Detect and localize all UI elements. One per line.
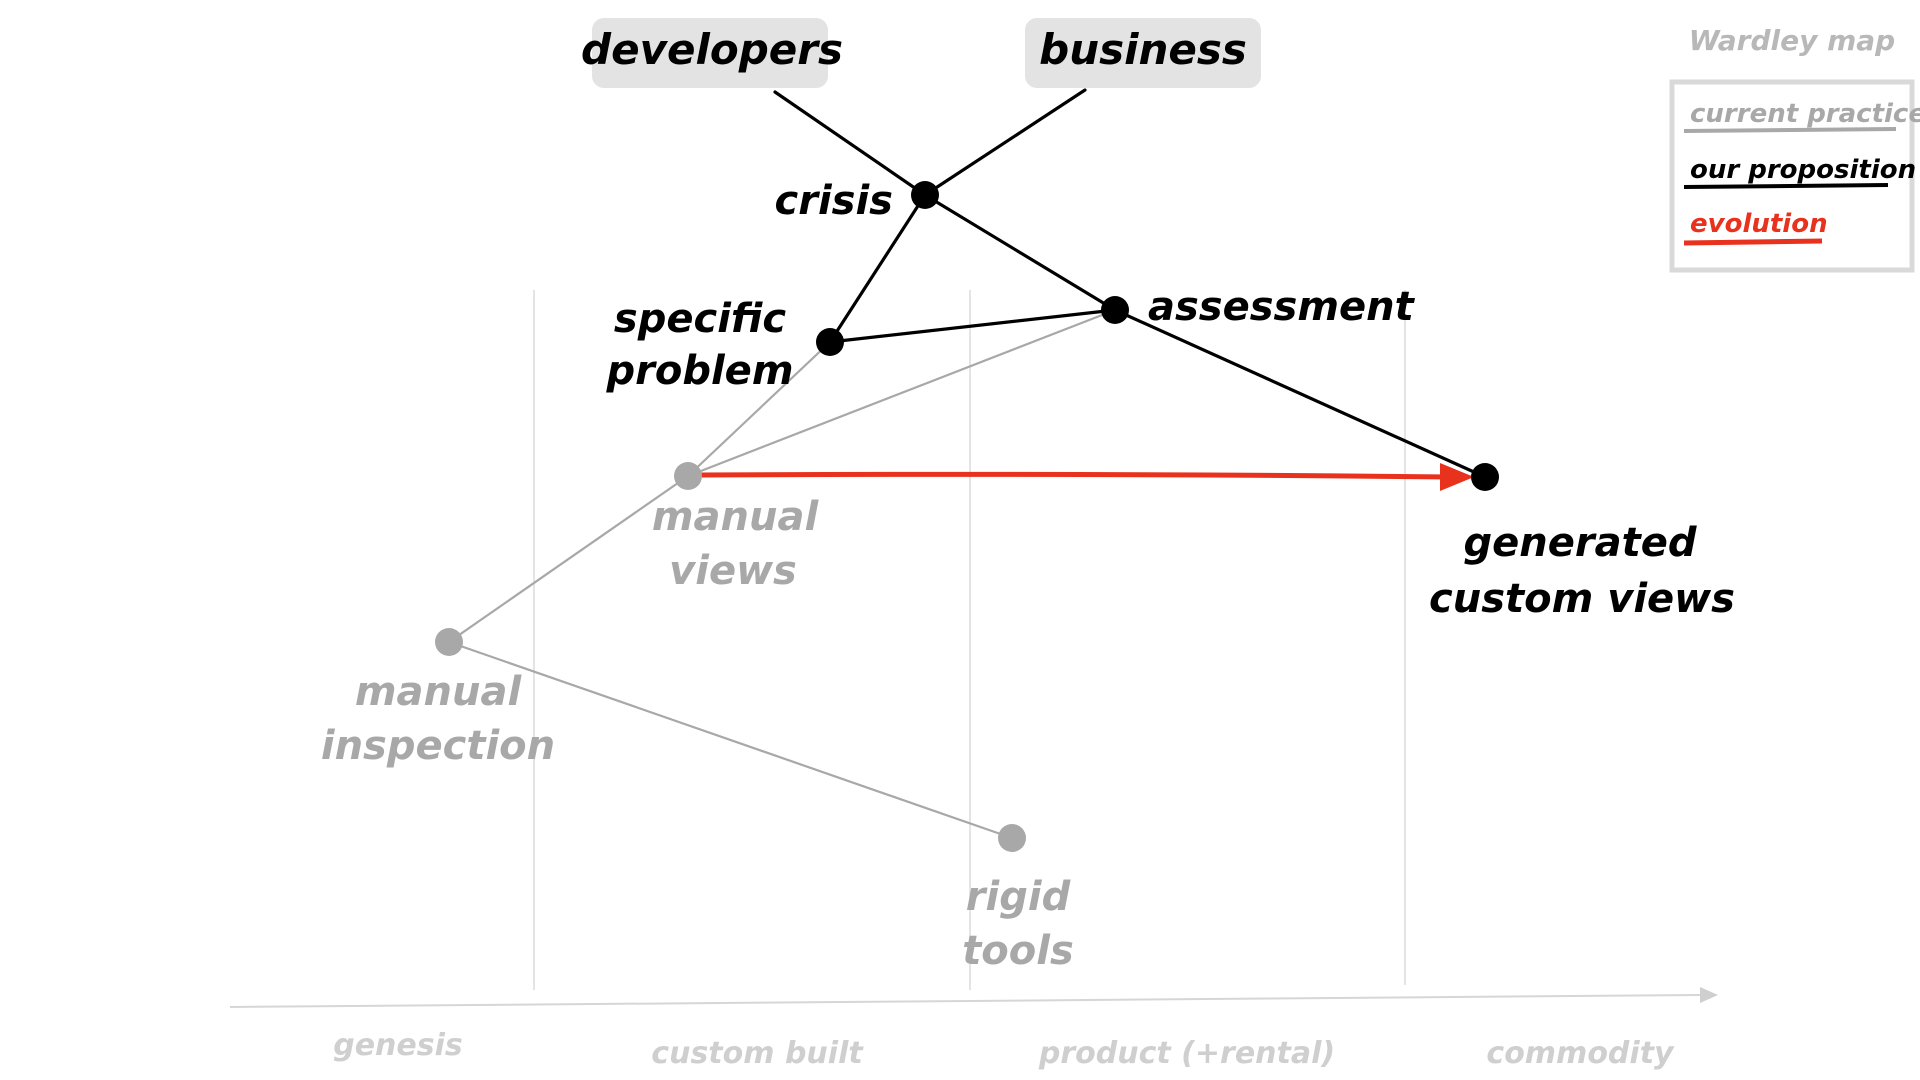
link-crisis-assessment <box>923 193 1117 312</box>
user-box-developers <box>592 18 828 88</box>
node-dot-generated-custom-views <box>1471 463 1499 491</box>
link-specific-problem-assessment <box>828 308 1117 344</box>
link-developers-crisis <box>773 90 927 197</box>
node-label-generated-custom-views-line1: generated <box>1464 520 1697 566</box>
link-business-crisis <box>923 88 1087 197</box>
stage-label-custom-built: custom built <box>651 1036 864 1071</box>
stage-label-product: product (+rental) <box>1038 1036 1335 1071</box>
evolution-arrow <box>697 463 1474 491</box>
evolution-axis-line <box>229 994 1701 1008</box>
evolution-arrow-line <box>697 471 1453 480</box>
evolution-arrowhead-icon <box>1440 463 1474 491</box>
user-box-business <box>1025 18 1261 88</box>
legend-label-evolution: evolution <box>1690 209 1828 239</box>
node-rigid-tools[interactable]: rigid tools <box>962 824 1074 974</box>
user-business[interactable]: business <box>1025 18 1261 88</box>
node-dot-manual-inspection <box>435 628 463 656</box>
legend-item-current-practice: current practice <box>1683 99 1920 133</box>
evolution-axis <box>229 987 1718 1008</box>
node-label-crisis: crisis <box>775 178 893 224</box>
link-crisis-specific-problem <box>828 193 927 344</box>
stage-label-commodity: commodity <box>1486 1036 1675 1071</box>
node-label-specific-problem-line2: problem <box>606 348 794 394</box>
proposition-links <box>773 88 1487 479</box>
legend-swatch-evolution <box>1683 238 1823 246</box>
node-label-rigid-tools-line2: tools <box>962 928 1074 974</box>
legend-swatch-our-proposition <box>1683 183 1889 189</box>
node-label-manual-views-line2: views <box>669 548 797 594</box>
legend-box <box>1669 79 1915 273</box>
legend-label-our-proposition: our proposition <box>1690 155 1916 185</box>
node-label-manual-inspection-line2: inspection <box>321 723 555 769</box>
current-links <box>448 308 1116 840</box>
node-dot-assessment <box>1101 296 1129 324</box>
stage-dividers <box>533 290 1406 990</box>
node-dot-manual-views <box>674 462 702 490</box>
legend-item-evolution: evolution <box>1683 209 1828 246</box>
link-manual-inspection-rigid-tools <box>448 640 1013 840</box>
user-developers[interactable]: developers <box>581 18 843 88</box>
node-crisis[interactable]: crisis <box>775 178 939 224</box>
node-specific-problem[interactable]: specific problem <box>606 296 845 394</box>
node-assessment[interactable]: assessment <box>1101 284 1416 330</box>
node-label-generated-custom-views-line2: custom views <box>1429 576 1735 622</box>
node-label-assessment: assessment <box>1148 284 1416 330</box>
link-specific-problem-manual-views <box>687 341 831 477</box>
node-label-manual-inspection-line1: manual <box>355 669 523 715</box>
user-label-developers: developers <box>581 25 843 74</box>
stage-label-genesis: genesis <box>333 1028 463 1063</box>
node-dot-rigid-tools <box>998 824 1026 852</box>
node-dot-specific-problem <box>816 328 844 356</box>
legend-swatch-current-practice <box>1683 127 1897 133</box>
user-label-business: business <box>1039 25 1247 74</box>
legend-label-current-practice: current practice <box>1690 99 1920 129</box>
link-manual-views-manual-inspection <box>448 475 689 643</box>
link-assessment-manual-views <box>687 308 1116 478</box>
evolution-axis-arrowhead-icon <box>1700 987 1718 1003</box>
node-dot-crisis <box>911 181 939 209</box>
legend-item-our-proposition: our proposition <box>1683 155 1916 189</box>
legend: current practice our proposition evoluti… <box>1669 79 1920 273</box>
map-title: Wardley map <box>1689 24 1895 57</box>
node-label-rigid-tools-line1: rigid <box>966 874 1071 920</box>
node-label-manual-views-line1: manual <box>652 494 820 540</box>
node-label-specific-problem-line1: specific <box>614 296 786 342</box>
node-generated-custom-views[interactable]: generated custom views <box>1429 463 1735 622</box>
link-assessment-generated-custom-views <box>1113 308 1487 479</box>
node-manual-views[interactable]: manual views <box>652 462 820 594</box>
node-manual-inspection[interactable]: manual inspection <box>321 628 555 769</box>
